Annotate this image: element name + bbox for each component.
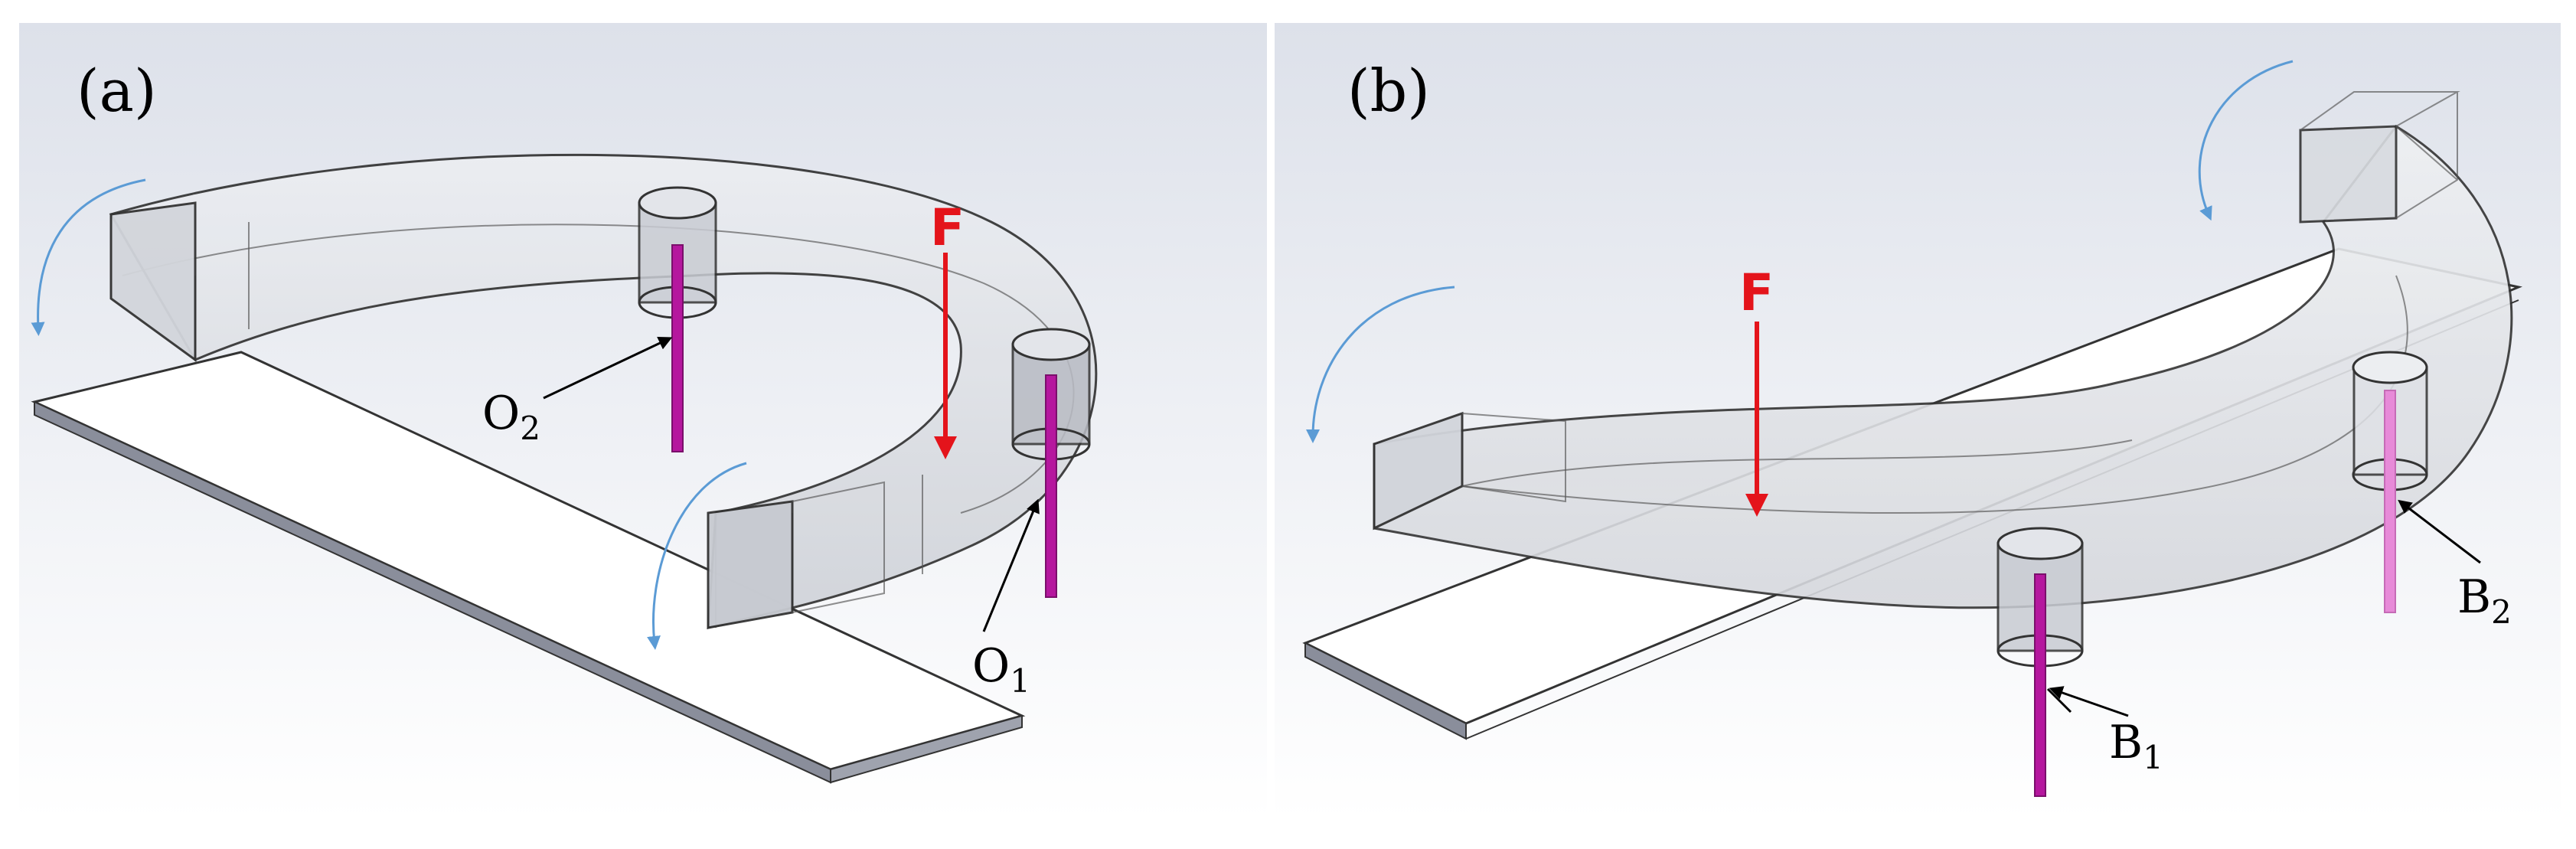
- force-label-a: F: [930, 198, 965, 257]
- panel-label-a: (a): [77, 57, 157, 125]
- point-label-o2: O2: [482, 387, 540, 447]
- pointer-o1: [982, 498, 1040, 632]
- c-ring: [109, 153, 1098, 629]
- panel-label-b: (b): [1347, 57, 1430, 125]
- pivot-o2: [638, 186, 717, 452]
- pivot-o1: [1011, 328, 1091, 598]
- panel-b: F (b) B2 B1: [1275, 23, 2561, 819]
- pointer-o2: [543, 337, 673, 400]
- point-label-o1: O1: [972, 639, 1030, 700]
- point-label-b1: B1: [2109, 716, 2163, 776]
- c-ring-b: [1373, 91, 2513, 609]
- pivot-b1: [1996, 527, 2084, 797]
- force-arrow-b: F: [1739, 263, 1774, 517]
- force-label-b: F: [1739, 263, 1774, 322]
- panel-a-drawing: F (a) O2 O1: [19, 23, 1267, 819]
- panel-b-drawing: F (b) B2 B1: [1275, 23, 2561, 819]
- pointer-b1: [2049, 686, 2129, 717]
- panel-a: F (a) O2 O1: [19, 23, 1267, 819]
- pivot-b2: [2352, 351, 2428, 613]
- rotation-arrows-a: [31, 178, 747, 650]
- rotation-arrows-b: [1306, 60, 2294, 443]
- point-label-b2: B2: [2457, 570, 2512, 631]
- force-arrow-a: F: [930, 198, 965, 459]
- base-plate: [31, 351, 1026, 784]
- pointer-b2: [2398, 499, 2481, 564]
